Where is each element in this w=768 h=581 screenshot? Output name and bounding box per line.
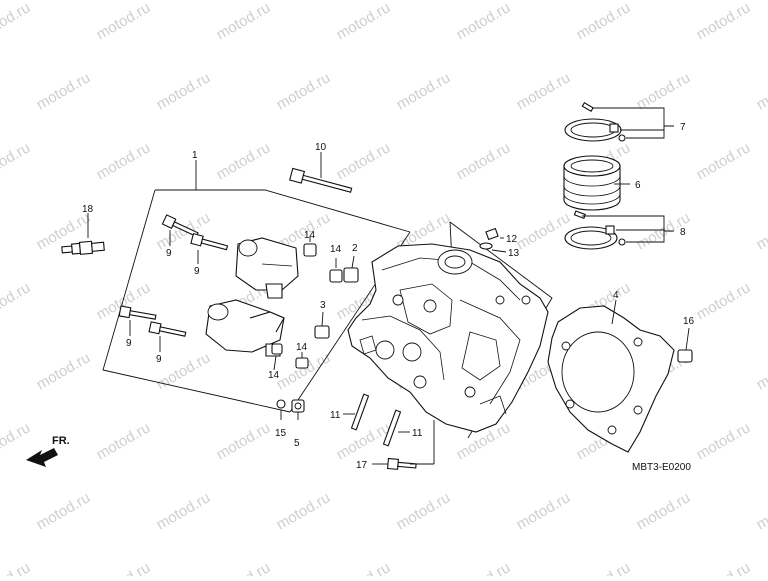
bolt-12-washer-13 bbox=[480, 229, 498, 249]
callout-3: 3 bbox=[320, 300, 326, 311]
callout-2: 2 bbox=[352, 243, 358, 254]
callout-5: 5 bbox=[294, 438, 300, 449]
watermark-text: motod.ru bbox=[334, 0, 394, 43]
callout-14: 14 bbox=[268, 370, 280, 381]
watermark-text: motod.ru bbox=[394, 69, 454, 113]
callout-14: 14 bbox=[296, 342, 308, 353]
watermark-text: motod.ru bbox=[454, 139, 514, 183]
watermark-text: motod.ru bbox=[0, 279, 33, 323]
watermark-text: motod.ru bbox=[514, 489, 574, 533]
head-gasket bbox=[548, 306, 674, 452]
callout-18: 18 bbox=[82, 204, 94, 215]
watermark-text: motod.ru bbox=[0, 0, 33, 43]
callout-17: 17 bbox=[356, 460, 368, 471]
watermark-text: motod.ru bbox=[0, 559, 33, 576]
watermark-text: motod.ru bbox=[754, 349, 768, 393]
watermark-text: motod.ru bbox=[274, 349, 334, 393]
watermark-text: motod.ru bbox=[574, 559, 634, 576]
watermark-text: motod.ru bbox=[574, 0, 634, 43]
watermark-text: motod.ru bbox=[754, 69, 768, 113]
watermark-text: motod.ru bbox=[754, 489, 768, 533]
callout-9: 9 bbox=[126, 338, 132, 349]
watermark-text: motod.ru bbox=[334, 139, 394, 183]
insulator-6 bbox=[564, 156, 620, 210]
watermark-text: motod.ru bbox=[214, 559, 274, 576]
callout-6: 6 bbox=[635, 180, 641, 191]
watermark-text: motod.ru bbox=[694, 279, 754, 323]
callout-14: 14 bbox=[330, 244, 342, 255]
watermark-text: motod.ru bbox=[514, 209, 574, 253]
watermark-text: motod.ru bbox=[754, 209, 768, 253]
direction-label: FR. bbox=[52, 435, 70, 447]
watermark-text: motod.ru bbox=[694, 139, 754, 183]
watermark-text: motod.ru bbox=[694, 0, 754, 43]
callout-9: 9 bbox=[194, 266, 200, 277]
callout-9: 9 bbox=[156, 354, 162, 365]
watermark-text: motod.ru bbox=[214, 419, 274, 463]
watermark-text: motod.ru bbox=[694, 559, 754, 576]
callout-13: 13 bbox=[508, 248, 520, 259]
watermark-text: motod.ru bbox=[634, 69, 694, 113]
diagram-code: MBT3-E0200 bbox=[632, 462, 691, 473]
callout-11: 11 bbox=[412, 428, 423, 439]
watermark-text: motod.ru bbox=[274, 489, 334, 533]
watermark-text: motod.ru bbox=[214, 0, 274, 43]
watermark-text: motod.ru bbox=[34, 489, 94, 533]
watermark-text: motod.ru bbox=[154, 489, 214, 533]
watermark-text: motod.ru bbox=[154, 349, 214, 393]
callout-7: 7 bbox=[680, 122, 686, 133]
watermark-text: motod.ru bbox=[0, 419, 33, 463]
callout-16: 16 bbox=[683, 316, 695, 327]
camshaft-holder-upper bbox=[236, 238, 298, 298]
bolt-17 bbox=[388, 458, 417, 470]
watermark-text: motod.ru bbox=[154, 209, 214, 253]
watermark-text: motod.ru bbox=[394, 489, 454, 533]
watermark-text: motod.ru bbox=[94, 419, 154, 463]
watermark-text: motod.ru bbox=[94, 559, 154, 576]
callout-9: 9 bbox=[166, 248, 172, 259]
watermark-text: motod.ru bbox=[34, 69, 94, 113]
callout-1: 1 bbox=[192, 150, 198, 161]
dowel-16 bbox=[678, 350, 692, 362]
watermark-text: motod.ru bbox=[154, 69, 214, 113]
watermark-text: motod.ru bbox=[634, 489, 694, 533]
callout-12: 12 bbox=[506, 234, 518, 245]
watermark-text: motod.ru bbox=[454, 0, 514, 43]
watermark-text: motod.ru bbox=[0, 139, 33, 183]
callout-15: 15 bbox=[275, 428, 287, 439]
watermark-text: motod.ru bbox=[694, 419, 754, 463]
spark-plug bbox=[62, 240, 105, 256]
callout-10: 10 bbox=[315, 142, 327, 153]
watermark-text: motod.ru bbox=[514, 69, 574, 113]
callout-14: 14 bbox=[304, 230, 316, 241]
watermark-text: motod.ru bbox=[214, 139, 274, 183]
watermark-text: motod.ru bbox=[34, 349, 94, 393]
watermark-text: motod.ru bbox=[334, 559, 394, 576]
front-direction-arrow: FR. bbox=[26, 435, 70, 467]
watermark-text: motod.ru bbox=[94, 0, 154, 43]
watermark-text: motod.ru bbox=[274, 69, 334, 113]
watermark-text: motod.ru bbox=[94, 139, 154, 183]
clamp-7 bbox=[565, 103, 625, 141]
callout-8: 8 bbox=[680, 227, 686, 238]
callout-11: 11 bbox=[330, 410, 341, 421]
watermark-text: motod.ru bbox=[454, 559, 514, 576]
callout-4: 4 bbox=[613, 290, 619, 301]
